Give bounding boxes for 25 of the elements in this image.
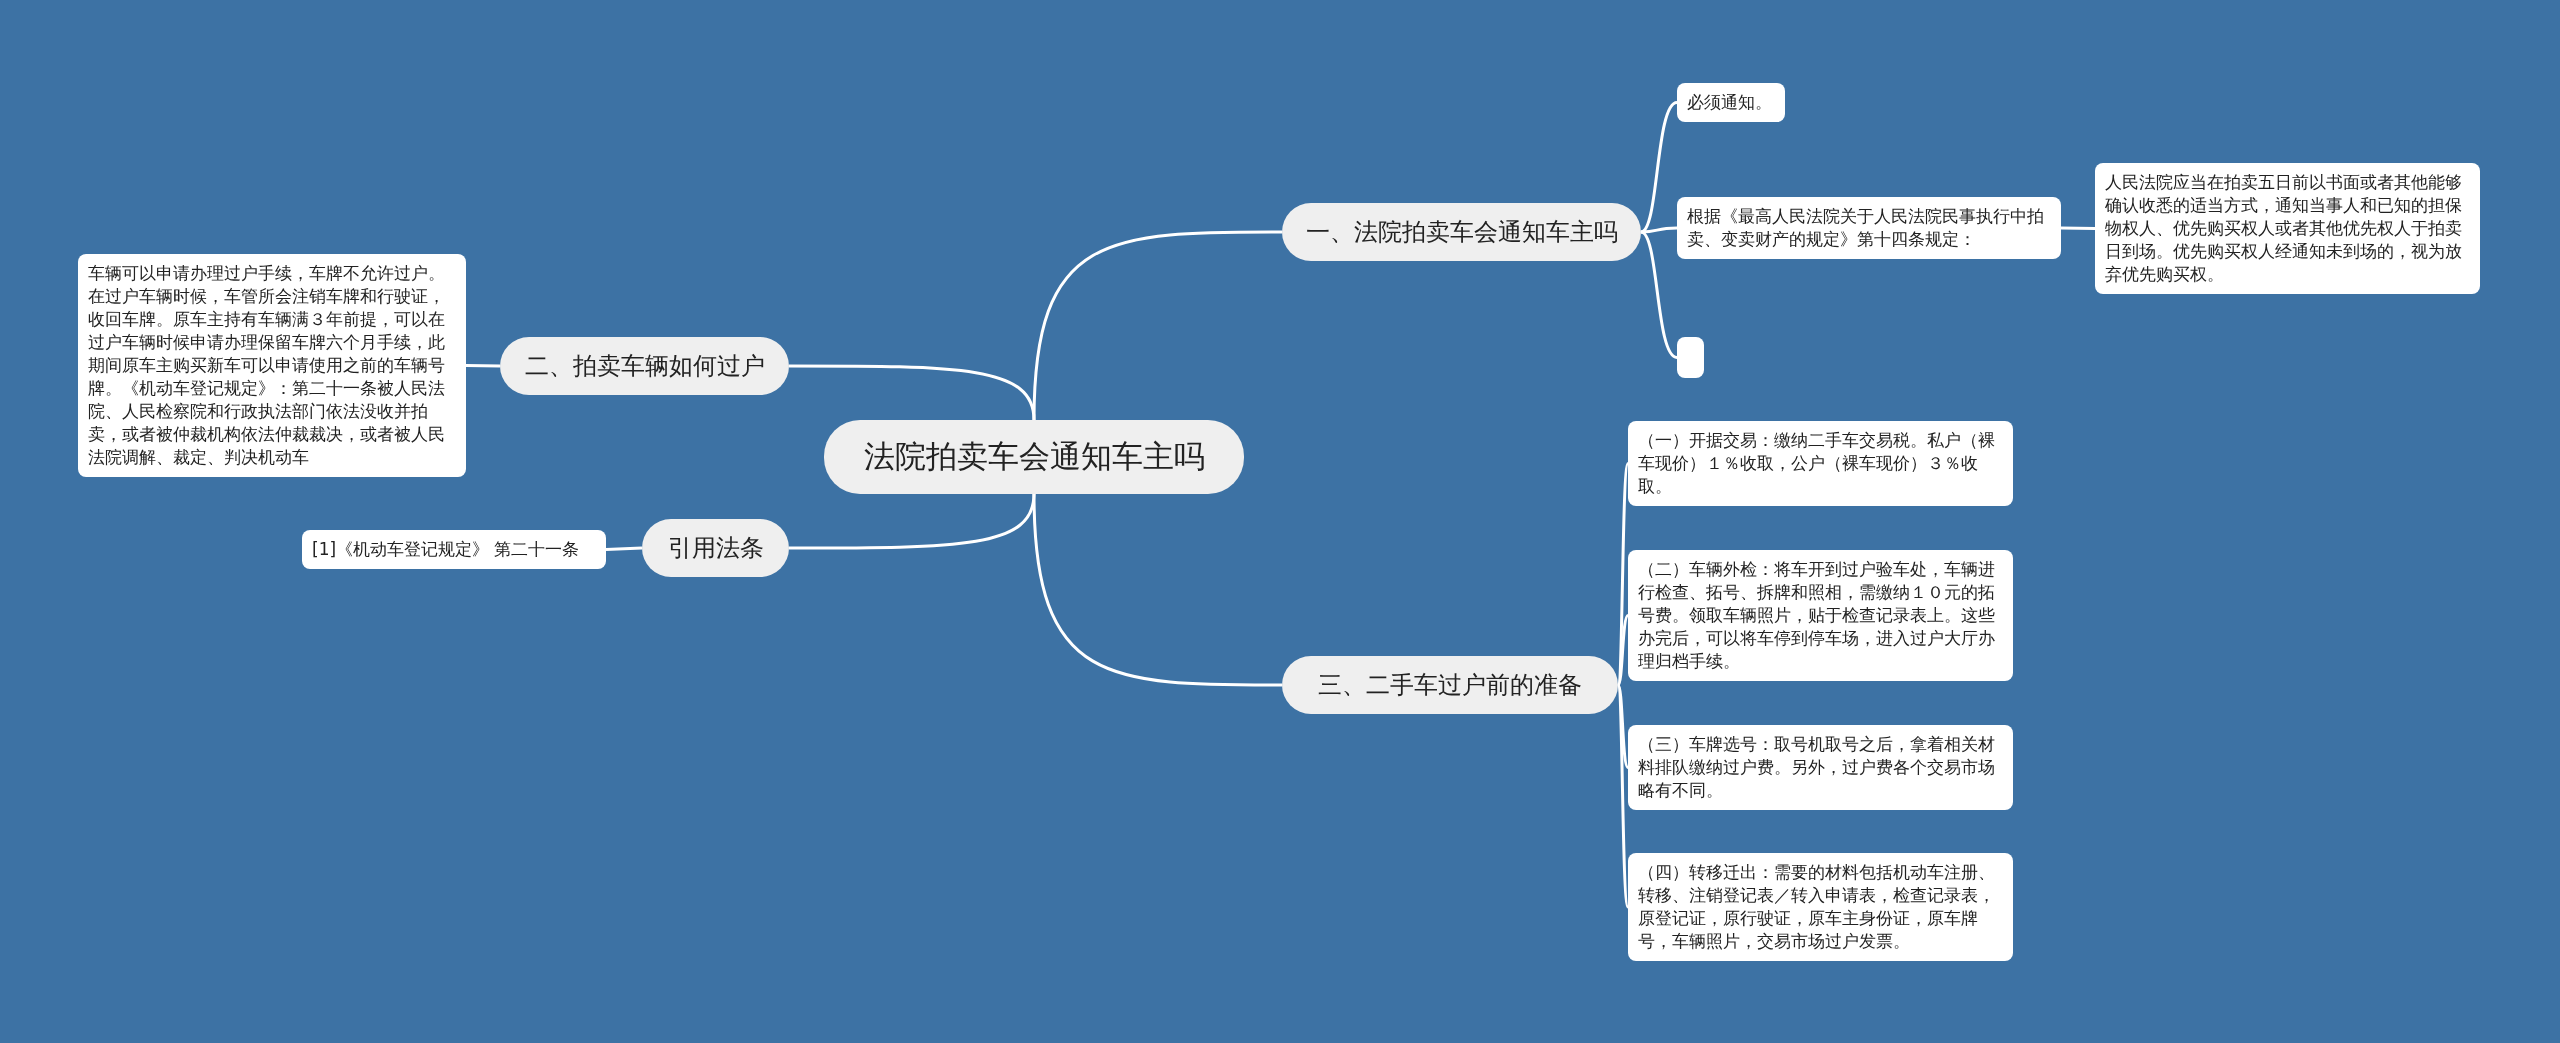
connector-line: [605, 546, 643, 551]
connector-line: [465, 364, 501, 368]
topic-box: 三、二手车过户前的准备: [1282, 656, 1618, 714]
text-box: （三）车牌选号：取号机取号之后，拿着相关材料排队缴纳过户费。另外，过户费各个交易市场略有不同。: [1628, 724, 2013, 810]
central-topic: 法院拍卖车会通知车主吗: [824, 420, 1244, 494]
connector-line: [1616, 684, 1630, 908]
topic-box: 引用法条: [642, 519, 789, 577]
topic-box: 二、拍卖车辆如何过户: [500, 337, 789, 395]
empty-box: [1677, 336, 1704, 378]
text-box: （二）车辆外检：将车开到过户验车处，车辆进行检查、拓号、拆牌和照相，需缴纳１０元的拓号费。领取车辆照片，贴于检查记录表上。这些办完后，可以将车停到停车场，进入过户大厅办理归档手续。: [1628, 549, 2013, 681]
connector-line: [1640, 230, 1678, 359]
connector-line: [2060, 226, 2096, 230]
text-box: 人民法院应当在拍卖五日前以书面或者其他能够确认收悉的适当方式，通知当事人和已知的担保物权人、优先购买权人或者其他优先权人于拍卖日到场。优先购买权人经通知未到场的，视为放弃优先购买权。: [2095, 162, 2480, 294]
text-box: （一）开据交易：缴纳二手车交易税。私户（裸车现价）１％收取，公户（裸车现价）３％收取。: [1628, 420, 2013, 506]
text-box: 根据《最高人民法院关于人民法院民事执行中拍卖、变卖财产的规定》第十四条规定：: [1677, 197, 2061, 259]
connector-line: [1032, 493, 1282, 687]
topic-box: 一、法院拍卖车会通知车主吗: [1282, 203, 1641, 261]
connector-line: [789, 364, 1036, 421]
text-box: 必须通知。: [1677, 82, 1785, 122]
text-box: （四）转移迁出：需要的材料包括机动车注册、转移、注销登记表／转入申请表，检查记录表，原登记证，原行驶证，原车主身份证，原车牌号，车辆照片，交易市场过户发票。: [1628, 853, 2013, 961]
connector-line: [1032, 230, 1282, 421]
text-box: [1]《机动车登记规定》 第二十一条: [302, 529, 606, 569]
connector-line: [1616, 614, 1630, 686]
connector-line: [789, 493, 1036, 550]
text-box: 车辆可以申请办理过户手续，车牌不允许过户。在过户车辆时候，车管所会注销车牌和行驶证，收回车牌。原车主持有车辆满３年前提，可以在过户车辆时候申请办理保留车牌六个月手续，此期间原车主购买新车可以申请使用之前的车辆号牌。《机动车登记规定》：第二十一条被人民法院、人民检察院和行政执法部门依法没收并拍卖，或者被仲裁机构依法仲裁裁决，或者被人民法院调解、裁定、判决机动车: [78, 253, 466, 477]
